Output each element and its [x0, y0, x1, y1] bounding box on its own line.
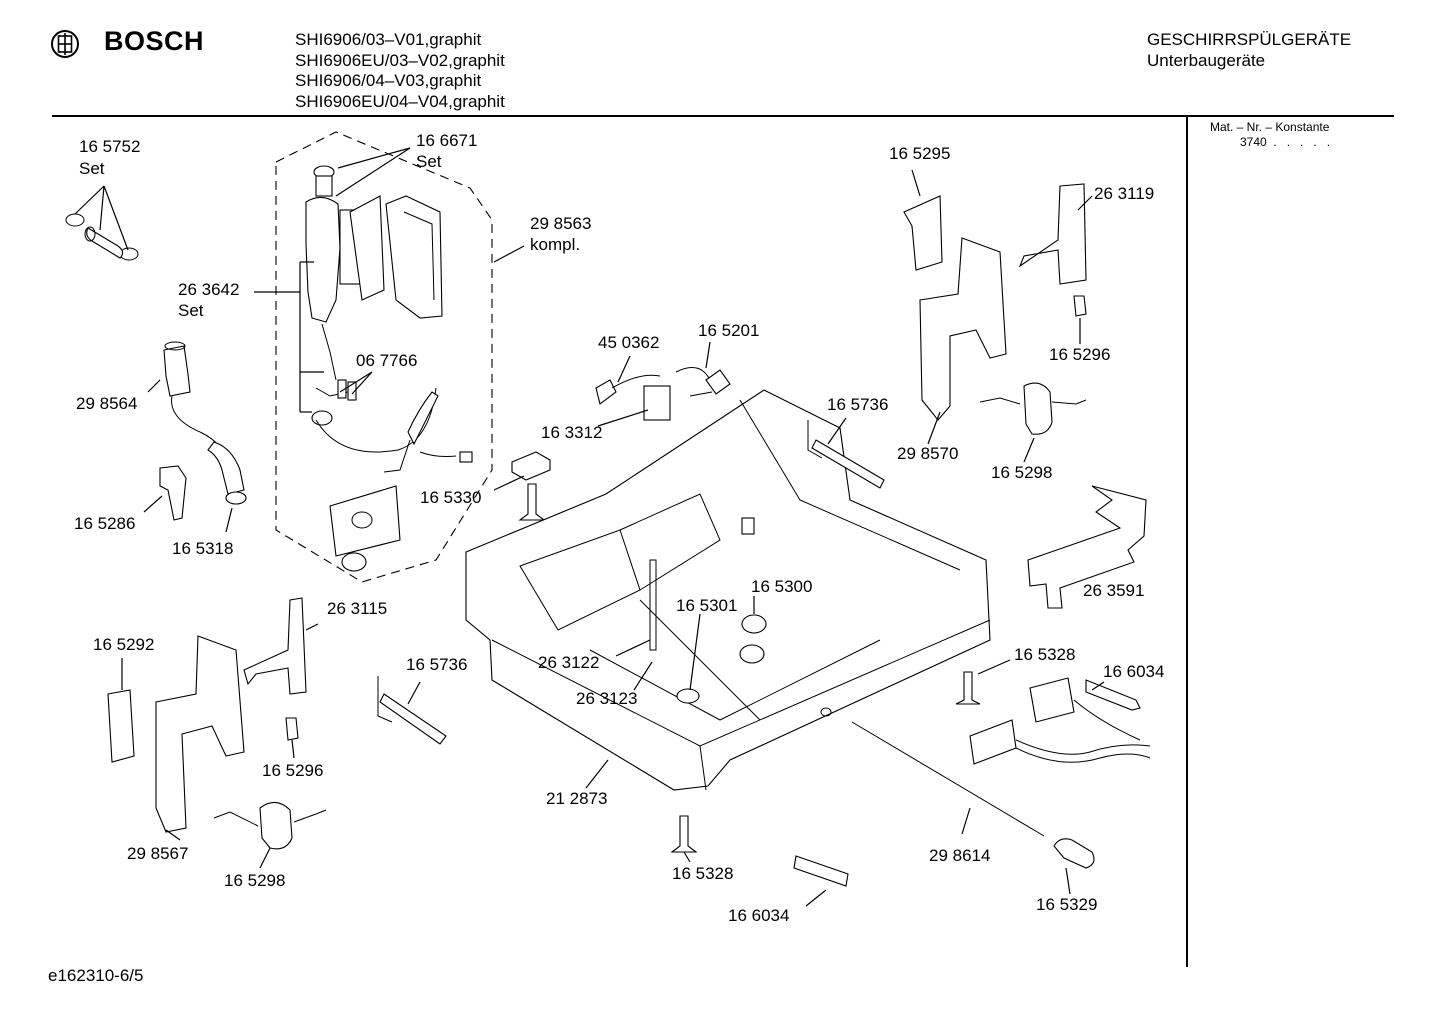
- part-number-label: 16 3312: [541, 423, 602, 442]
- part-number-label: 29 8563: [530, 214, 591, 233]
- header-divider: [52, 115, 1394, 117]
- brand-name: BOSCH: [104, 26, 205, 56]
- part-number-label: 16 5329: [1036, 895, 1097, 914]
- model-line: SHI6906/03–V01,graphit: [295, 30, 482, 49]
- part-number-label: 29 8564: [76, 394, 137, 413]
- part-number-label: 16 5301: [676, 596, 737, 615]
- foot-screw-drawing: [518, 483, 546, 521]
- part-number-label: 16 5292: [93, 635, 154, 654]
- base-tub-drawing: [465, 389, 991, 791]
- part-number-label: 26 3642: [178, 280, 239, 299]
- part-number-label: 16 5286: [74, 514, 135, 533]
- part-number-label: 45 0362: [598, 333, 659, 352]
- part-number-label: 16 5736: [406, 655, 467, 674]
- part-number-label: 29 8567: [127, 844, 188, 863]
- connector-harness-drawing: [595, 367, 731, 421]
- drain-hose-drawing: [159, 341, 247, 521]
- part-note-label: Set: [178, 301, 204, 320]
- part-labels: 16 5752 Set 16 6671 Set 29 8563 kompl. 2…: [74, 131, 1164, 925]
- bosch-logo-icon: [51, 30, 79, 58]
- part-number-label: 06 7766: [356, 351, 417, 370]
- model-line: SHI6906EU/03–V02,graphit: [295, 50, 505, 70]
- hose-clamp-set-drawing: [65, 213, 139, 261]
- part-number-label: 26 3123: [576, 689, 637, 708]
- part-number-label: 16 6671: [416, 131, 477, 150]
- upper-spring-drawing: [807, 420, 885, 489]
- part-note-label: Set: [79, 159, 105, 178]
- part-number-label: 16 5330: [420, 488, 481, 507]
- appliance-category: GESCHIRRSPÜLGERÄTE Unterbaugeräte: [1147, 30, 1351, 71]
- part-number-label: 29 8614: [929, 846, 990, 865]
- part-drawings: [65, 131, 1151, 887]
- part-number-label: 26 3122: [538, 653, 599, 672]
- part-number-label: 16 5328: [1014, 645, 1075, 664]
- part-number-label: 16 5300: [751, 577, 812, 596]
- material-number-title: Mat. – Nr. – Konstante: [1210, 120, 1330, 134]
- lower-spring-drawing: [377, 676, 447, 745]
- material-number-value: 3740 . . . . .: [1240, 135, 1331, 149]
- drawing-reference: e162310-6/5: [48, 966, 144, 985]
- left-bracket-drawing: [107, 597, 327, 850]
- part-number-label: 16 6034: [728, 906, 789, 925]
- part-note-label: kompl.: [530, 235, 580, 254]
- part-number-label: 16 5201: [698, 321, 759, 340]
- part-number-label: 16 5736: [827, 395, 888, 414]
- part-number-label: 16 5298: [991, 463, 1052, 482]
- part-number-label: 26 3591: [1083, 581, 1144, 600]
- part-number-label: 21 2873: [546, 789, 607, 808]
- part-number-label: 26 3119: [1094, 184, 1154, 203]
- part-number-label: 16 5295: [889, 144, 950, 163]
- model-line: SHI6906EU/04–V04,graphit: [295, 91, 505, 111]
- cover-plate-drawing: [1027, 485, 1147, 609]
- part-number-label: 16 5296: [1049, 345, 1110, 364]
- category-title: GESCHIRRSPÜLGERÄTE: [1147, 30, 1352, 49]
- part-note-label: Set: [416, 152, 442, 171]
- side-panel-divider: [1186, 117, 1188, 967]
- part-number-label: 16 5318: [172, 539, 233, 558]
- material-number-panel: Mat. – Nr. – Konstante 3740 . . . . .: [1210, 120, 1330, 150]
- leader-lines: [74, 147, 1105, 907]
- category-subtitle: Unterbaugeräte: [1147, 50, 1266, 70]
- part-number-label: 16 5296: [262, 761, 323, 780]
- model-line: SHI6906/04–V03,graphit: [295, 71, 482, 90]
- part-number-label: 16 5298: [224, 871, 285, 890]
- part-number-label: 16 5752: [79, 137, 140, 156]
- right-bracket-drawing: [903, 183, 1087, 435]
- part-number-label: 26 3115: [327, 599, 387, 618]
- part-number-label: 16 6034: [1103, 662, 1164, 681]
- part-number-label: 16 5328: [672, 864, 733, 883]
- sensor-block-drawing: [511, 451, 551, 481]
- wiring-connectors-drawing: [670, 671, 1151, 887]
- assembly-boundary: [275, 131, 493, 583]
- model-list: SHI6906/03–V01,graphit SHI6906EU/03–V02,…: [295, 30, 505, 112]
- inlet-valve-drawing: [305, 165, 473, 572]
- part-number-label: 29 8570: [897, 444, 958, 463]
